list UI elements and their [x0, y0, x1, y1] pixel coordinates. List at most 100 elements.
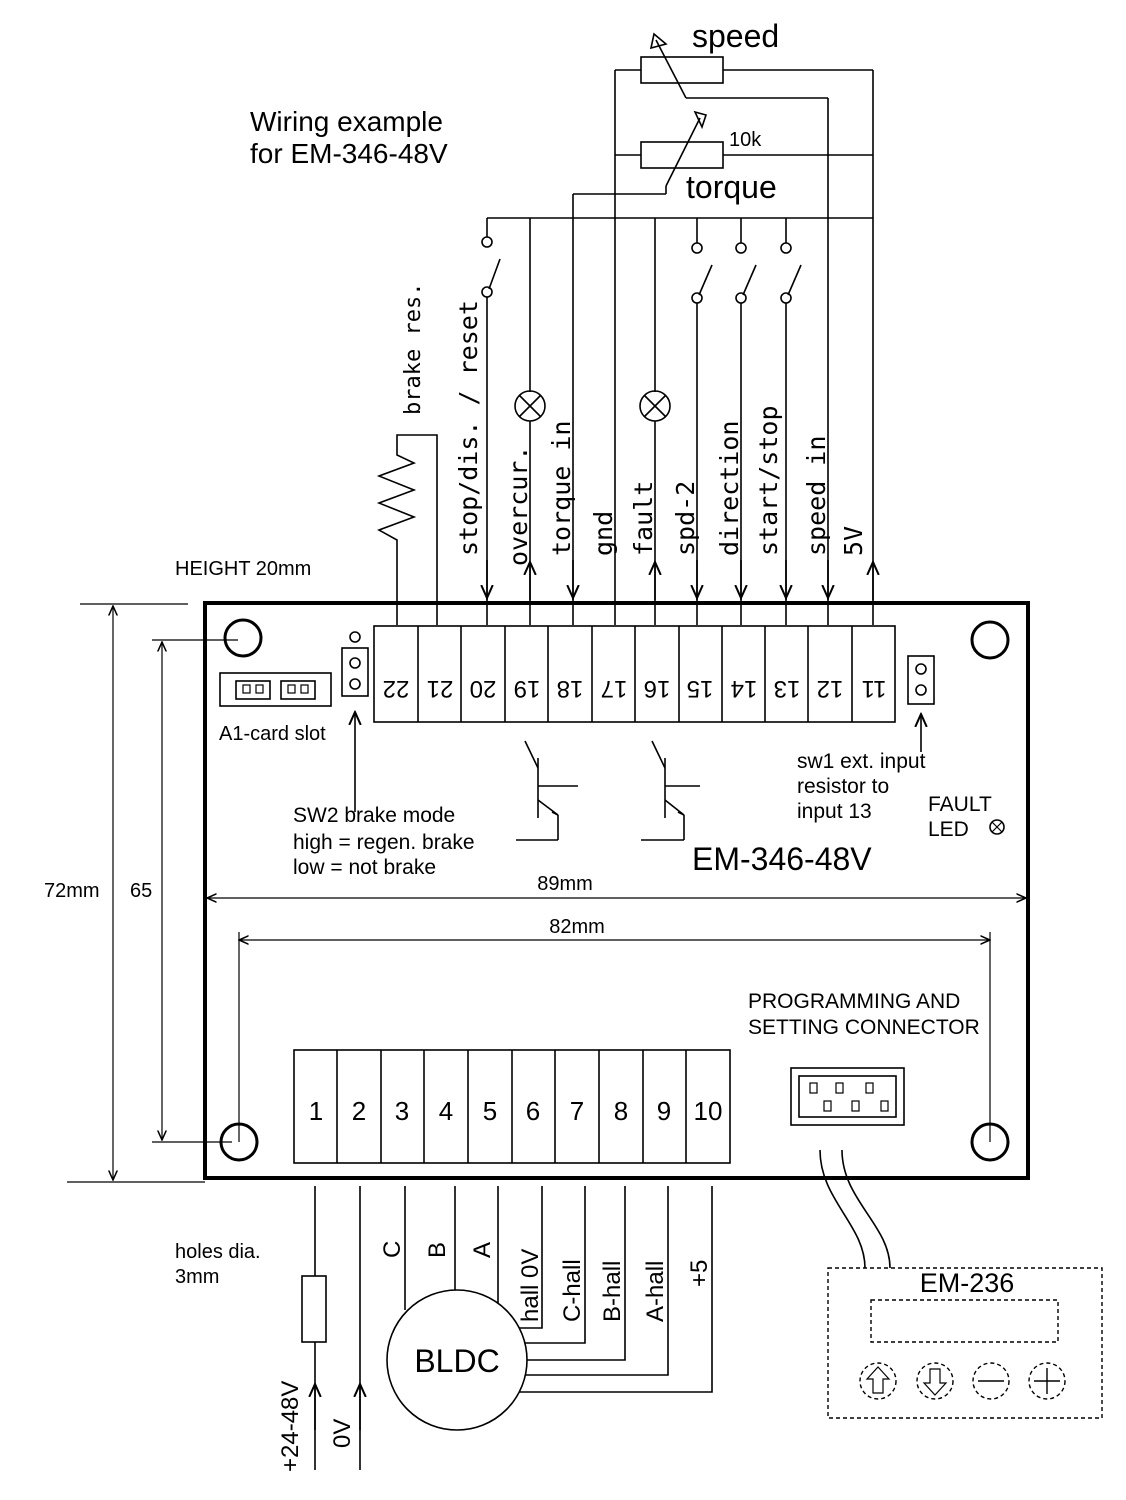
speed-pot-label: speed — [692, 18, 779, 54]
dim-82mm-label: 82mm — [549, 916, 605, 938]
supply-plus-label: +24-48V — [277, 1381, 304, 1472]
bldc-motor — [386, 1289, 528, 1431]
terminal-3: 3 — [395, 1096, 409, 1126]
signal-gnd: gnd — [589, 511, 618, 556]
down-button-icon — [916, 1362, 954, 1400]
signal-hall-0v: hall 0V — [517, 1249, 544, 1322]
terminal-17: 17 — [601, 675, 628, 702]
signal-plus5: +5 — [686, 1260, 713, 1287]
signal-c-hall: C-hall — [559, 1259, 586, 1322]
signal-speed-in: speed in — [802, 436, 831, 556]
diagram-title-line2: for EM-346-48V — [250, 138, 448, 169]
fault-led-label-line2: LED — [928, 818, 969, 841]
signal-stop-reset: stop/dis. / reset — [454, 300, 483, 556]
switch-stop-reset — [481, 236, 501, 600]
sw1-note-line1: sw1 ext. input — [797, 750, 926, 773]
torque-pot-label: torque — [686, 169, 777, 205]
signal-overcur: overcur. — [504, 446, 533, 566]
signal-fault: fault — [629, 481, 658, 556]
supply-zero-label: 0V — [329, 1419, 356, 1448]
terminal-20: 20 — [470, 675, 497, 702]
programming-cable — [819, 1149, 866, 1269]
sw1-note-line2: resistor to — [797, 775, 889, 798]
terminal-9: 9 — [657, 1096, 671, 1126]
fault-led: FAULT LED — [928, 793, 1005, 841]
terminal-6: 6 — [526, 1096, 540, 1126]
sw2-jumper: SW2 brake mode high = regen. brake low =… — [293, 631, 475, 879]
signal-b-hall: B-hall — [599, 1261, 626, 1322]
pot-value-label: 10k — [729, 129, 762, 151]
dim-72mm-label: 72mm — [44, 880, 100, 902]
terminal-14: 14 — [731, 675, 758, 702]
brake-res-label: brake res. — [401, 283, 426, 415]
signal-direction: direction — [715, 421, 744, 556]
terminal-11: 11 — [862, 675, 887, 702]
terminal-22: 22 — [383, 675, 410, 702]
terminal-19: 19 — [514, 675, 541, 702]
prog-connector-label-line2: SETTING CONNECTOR — [748, 1016, 980, 1039]
controller-board — [203, 601, 1030, 1180]
sw2-note-line2: high = regen. brake — [293, 831, 475, 854]
mounting-holes — [219, 618, 1010, 1162]
switch-direction — [735, 242, 757, 600]
height-note: HEIGHT 20mm — [175, 558, 311, 580]
up-button-icon — [859, 1362, 897, 1400]
signal-torque-in: torque in — [547, 421, 576, 556]
signal-a: A — [469, 1242, 496, 1258]
holes-note-line2: 3mm — [175, 1266, 219, 1288]
diagram-title-line1: Wiring example — [250, 106, 443, 137]
top-terminal-block: 22 21 20 19 18 17 16 15 14 13 12 11 — [373, 625, 896, 723]
sw1-note-line3: input 13 — [797, 800, 872, 823]
mounting-hole-top-left — [223, 618, 263, 658]
signal-start-stop: start/stop — [754, 405, 783, 556]
fault-led-label-line1: FAULT — [928, 793, 992, 816]
terminal-4: 4 — [439, 1096, 453, 1126]
terminal-8: 8 — [614, 1096, 628, 1126]
em236-display — [870, 1299, 1059, 1343]
fault-led-icon — [989, 819, 1005, 835]
a1-card-slot: A1-card slot — [219, 672, 332, 745]
terminal-12: 12 — [817, 675, 844, 702]
prog-connector-label-line1: PROGRAMMING AND — [748, 990, 960, 1013]
em236-module: EM-236 — [827, 1267, 1103, 1419]
holes-note-line1: holes dia. — [175, 1241, 261, 1263]
terminal-10: 10 — [694, 1096, 723, 1126]
bldc-motor-label: BLDC — [414, 1343, 499, 1379]
em236-label: EM-236 — [920, 1268, 1015, 1298]
terminal-5: 5 — [483, 1096, 497, 1126]
sw2-note-line1: SW2 brake mode — [293, 804, 455, 827]
signal-spd2: spd-2 — [671, 481, 700, 556]
terminal-13: 13 — [774, 675, 801, 702]
programming-connector — [790, 1067, 905, 1126]
terminal-16: 16 — [644, 675, 671, 702]
bottom-terminal-block: 1 2 3 4 5 6 7 8 9 10 — [293, 1049, 731, 1164]
brake-resistor: brake res. — [376, 283, 438, 625]
terminal-7: 7 — [570, 1096, 584, 1126]
sw1-jumper: sw1 ext. input resistor to input 13 — [797, 655, 935, 823]
motor-wiring: BLDC C B A hall 0V C-hall B-hall A-hall … — [379, 1186, 713, 1431]
signal-c: C — [379, 1241, 406, 1258]
terminal-21: 21 — [427, 675, 454, 702]
signal-a-hall: A-hall — [642, 1261, 669, 1322]
signal-b: B — [424, 1242, 451, 1258]
signal-5v: 5V — [839, 526, 868, 556]
dim-65-label: 65 — [130, 880, 152, 902]
switch-start-stop — [780, 242, 802, 600]
a1-card-slot-label: A1-card slot — [219, 723, 326, 745]
terminal-2: 2 — [352, 1096, 366, 1126]
torque-potentiometer: 10k torque — [572, 110, 873, 600]
fuse — [301, 1275, 327, 1343]
plus-button-icon — [1028, 1362, 1066, 1400]
dim-89mm-label: 89mm — [537, 873, 593, 895]
terminal-1: 1 — [309, 1096, 323, 1126]
speed-potentiometer: speed — [614, 18, 873, 600]
terminal-18: 18 — [557, 675, 584, 702]
mounting-hole-top-right — [970, 620, 1010, 660]
sw2-note-line3: low = not brake — [293, 856, 436, 879]
transistor-fault — [641, 740, 700, 841]
switch-spd2 — [691, 242, 713, 600]
minus-button-icon — [972, 1362, 1010, 1400]
transistor-overcur — [516, 740, 578, 841]
terminal-15: 15 — [687, 675, 714, 702]
